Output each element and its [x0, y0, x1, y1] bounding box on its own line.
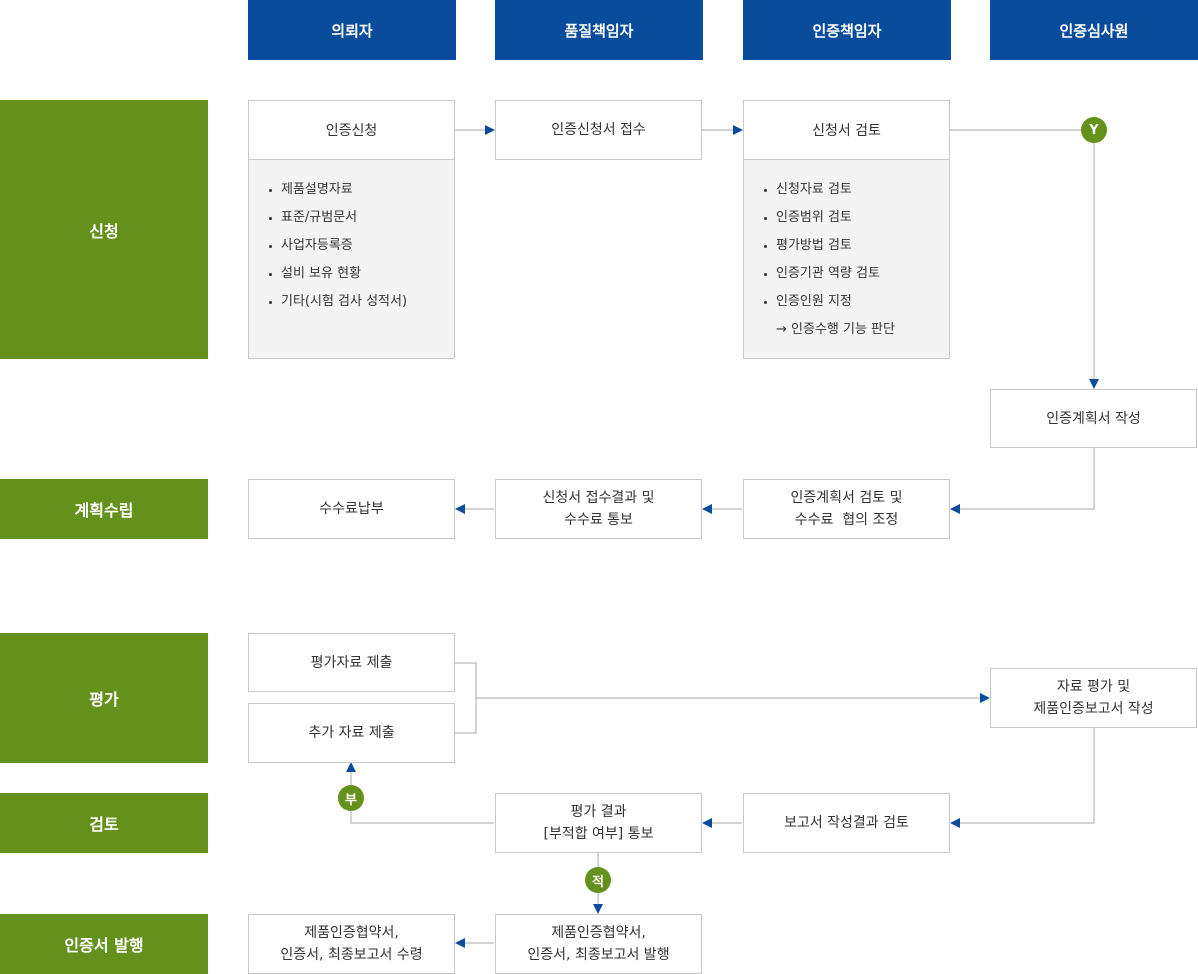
- application-review-title: 신청서 검토: [744, 101, 949, 160]
- evaluation-report-box: 자료 평가 및 제품인증보고서 작성: [990, 668, 1197, 728]
- result-notice-line-2: [부적합 여부] 통보: [543, 826, 654, 842]
- phase-apply: 신청: [0, 100, 208, 359]
- phase-evaluate: 평가: [0, 633, 208, 763]
- result-notice-line-1: 평가 결과: [570, 804, 627, 820]
- notify-line-2: 수수료 통보: [564, 512, 633, 528]
- list-item: 신청자료 검토: [762, 176, 949, 204]
- list-item: 기타(시험 검사 성적서): [267, 288, 454, 316]
- evaluation-report-line-2: 제품인증보고서 작성: [1033, 701, 1154, 717]
- list-item: 평가방법 검토: [762, 232, 949, 260]
- list-item: 인증인원 지정: [762, 288, 949, 316]
- report-check-box: 보고서 작성결과 검토: [743, 793, 950, 853]
- request-card: 인증신청 제품설명자료 표준/규범문서 사업자등록증 설비 보유 현황 기타(시…: [248, 100, 455, 359]
- column-header-auditor: 인증심사원: [990, 0, 1198, 60]
- plan-review-line-2: 수수료 협의 조정: [794, 512, 899, 528]
- list-item: 인증기관 역량 검토: [762, 260, 949, 288]
- notify-box: 신청서 접수결과 및 수수료 통보: [495, 479, 702, 539]
- request-card-title: 인증신청: [249, 101, 454, 160]
- review-note: → 인증수행 기능 판단: [776, 322, 895, 337]
- application-review-card: 신청서 검토 신청자료 검토 인증범위 검토 평가방법 검토 인증기관 역량 검…: [743, 100, 950, 359]
- fail-badge: 부: [338, 785, 364, 811]
- list-item: 표준/규범문서: [267, 204, 454, 232]
- yes-badge: Y: [1081, 117, 1107, 143]
- list-item: 사업자등록증: [267, 232, 454, 260]
- phase-issue: 인증서 발행: [0, 914, 208, 974]
- pass-badge: 적: [585, 867, 611, 893]
- list-item: 인증범위 검토: [762, 204, 949, 232]
- review-check-list: 신청자료 검토 인증범위 검토 평가방법 검토 인증기관 역량 검토 인증인원 …: [744, 160, 949, 316]
- plan-review-box: 인증계획서 검토 및 수수료 협의 조정: [743, 479, 950, 539]
- receipt-box: 인증신청서 접수: [495, 100, 702, 160]
- phase-review: 검토: [0, 793, 208, 853]
- evaluation-report-line-1: 자료 평가 및: [1056, 679, 1131, 695]
- certificate-receive-box: 제품인증협약서, 인증서, 최종보고서 수령: [248, 914, 455, 974]
- submit-materials-box: 평가자료 제출: [248, 633, 455, 692]
- certificate-issue-line-1: 제품인증협약서,: [551, 925, 646, 941]
- column-header-requester: 의뢰자: [248, 0, 456, 60]
- column-header-quality-manager: 품질책임자: [495, 0, 703, 60]
- list-item: 제품설명자료: [267, 176, 454, 204]
- request-document-list: 제품설명자료 표준/규범문서 사업자등록증 설비 보유 현황 기타(시험 검사 …: [249, 160, 454, 316]
- payment-box: 수수료납부: [248, 479, 455, 539]
- column-header-certification-manager: 인증책임자: [743, 0, 951, 60]
- phase-plan: 계획수립: [0, 479, 208, 539]
- certificate-issue-box: 제품인증협약서, 인증서, 최종보고서 발행: [495, 914, 702, 974]
- list-item: 설비 보유 현황: [267, 260, 454, 288]
- certificate-issue-line-2: 인증서, 최종보고서 발행: [527, 947, 670, 963]
- certificate-receive-line-2: 인증서, 최종보고서 수령: [280, 947, 423, 963]
- certificate-receive-line-1: 제품인증협약서,: [304, 925, 399, 941]
- plan-review-line-1: 인증계획서 검토 및: [790, 490, 903, 506]
- extra-materials-box: 추가 자료 제출: [248, 703, 455, 763]
- plan-document-box: 인증계획서 작성: [990, 389, 1197, 448]
- result-notice-box: 평가 결과 [부적합 여부] 통보: [495, 793, 702, 853]
- notify-line-1: 신청서 접수결과 및: [542, 490, 655, 506]
